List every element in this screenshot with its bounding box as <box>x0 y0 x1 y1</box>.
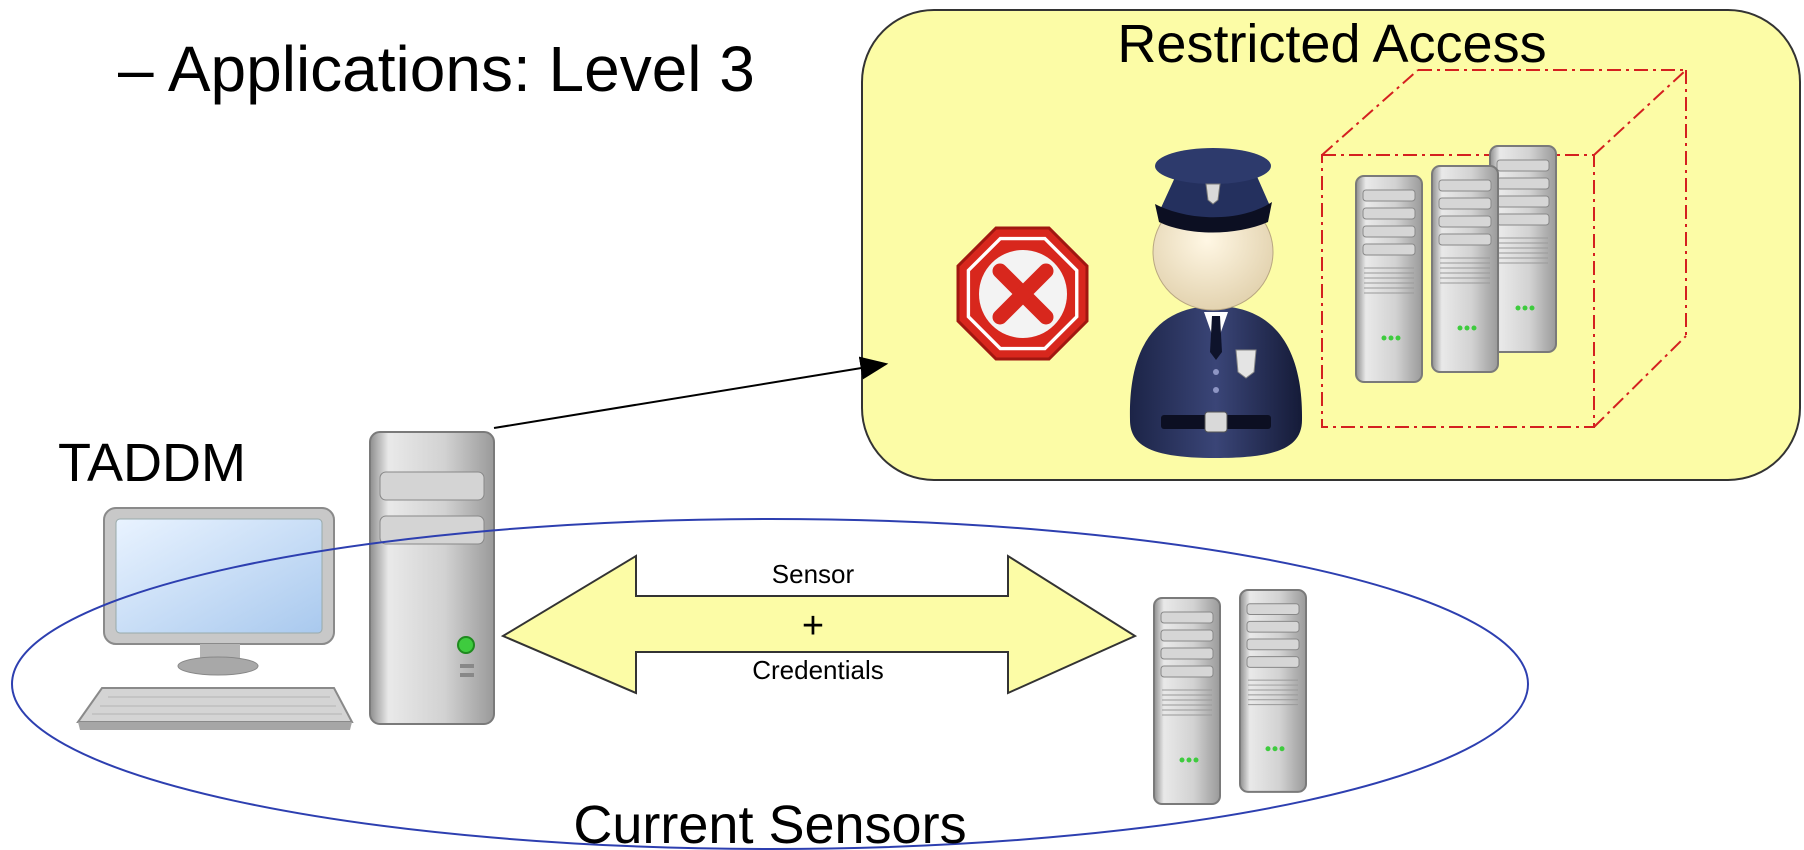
restricted-zone-box <box>861 9 1801 481</box>
credentials-label: Credentials <box>752 655 884 685</box>
access-arrow <box>493 356 889 429</box>
desktop-computer-icon <box>76 507 354 730</box>
taddm-label: TADDM <box>58 433 246 493</box>
heading-text: – Applications: Level 3 <box>118 33 755 105</box>
current-sensors-label: Current Sensors <box>573 795 966 850</box>
server-rack-icon <box>1355 145 1557 383</box>
sensor-label: Sensor <box>772 559 855 589</box>
plus-label: + <box>802 605 824 647</box>
target-server-icon <box>1153 589 1307 805</box>
tower-pc-icon <box>369 431 495 725</box>
current-sensors-ellipse <box>11 518 1529 850</box>
dashed-box-icon <box>1321 69 1687 428</box>
stop-sign-icon <box>956 226 1089 361</box>
restricted-access-zone: Restricted Access <box>861 9 1801 481</box>
restricted-access-label: Restricted Access <box>1117 14 1546 74</box>
sensor-credentials-arrow: Sensor + Credentials <box>500 554 1138 695</box>
security-guard-icon <box>1129 148 1303 458</box>
